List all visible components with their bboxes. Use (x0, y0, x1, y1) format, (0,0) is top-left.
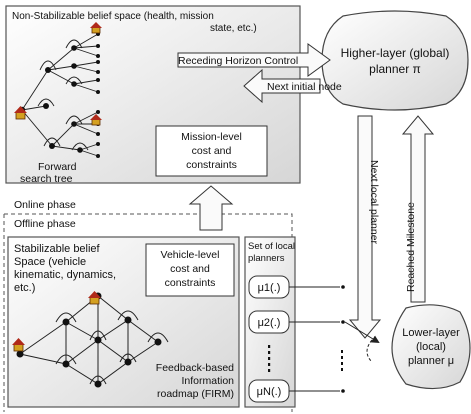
online-phase-label: Online phase (14, 199, 76, 211)
lower-planner-line1: Lower-layer (402, 327, 460, 339)
next-local-arrow (348, 115, 382, 339)
vehicle-cost-line3: constraints (165, 277, 216, 289)
firm-label-line1: Feedback-based (156, 362, 234, 374)
stabilizable-title-line1: Stabilizable belief (14, 243, 101, 255)
switch-connectors (289, 286, 380, 392)
vehicle-to-mission-arrow (188, 185, 234, 231)
firm-label-line3: roadmap (FIRM) (157, 388, 234, 400)
receding-horizon-label: Receding Horizon Control (178, 55, 298, 67)
firm-roadmap-graph (19, 295, 169, 385)
forward-search-tree (21, 33, 99, 157)
higher-planner-line2: planner π (369, 62, 421, 76)
stabilizable-title-line2: Space (vehicle (14, 256, 86, 268)
vehicle-cost-box (145, 243, 235, 297)
higher-planner-node (321, 10, 469, 111)
mission-cost-line2: cost and (192, 145, 232, 157)
stabilizable-title-line4: etc.) (14, 282, 35, 294)
muN-label: μN(.) (257, 386, 282, 398)
non-stabilizable-title-line2: state, etc.) (210, 23, 257, 34)
next-initial-label: Next initial node (267, 81, 342, 93)
next-initial-arrow (243, 68, 321, 104)
lower-planner-line2: (local) (416, 341, 446, 353)
local-set-title-line1: Set of local (248, 241, 295, 252)
stabilizable-title-line3: kinematic, dynamics, (14, 269, 116, 281)
vehicle-cost-line2: cost and (170, 263, 210, 275)
reached-milestone-label: Reached Milestone (405, 202, 417, 292)
firm-label-line2: Information (181, 375, 234, 387)
mission-cost-box (155, 125, 268, 177)
lower-planner-line3: planner μ (408, 355, 454, 367)
next-local-label: Next local planner (368, 160, 380, 245)
mu1-label: μ1(.) (258, 282, 281, 294)
mission-cost-line3: constraints (186, 159, 237, 171)
lower-planner-node (391, 304, 471, 390)
receding-horizon-arrow (177, 43, 331, 77)
house-icon (14, 22, 102, 126)
mu-ellipsis (268, 345, 271, 372)
firm-house-icon (12, 291, 101, 352)
tree-label-line1: Forward (38, 161, 77, 173)
switch-dots (341, 285, 345, 393)
mission-cost-line1: Mission-level (181, 131, 242, 143)
non-stabilizable-title-line1: Non-Stabilizable belief space (health, m… (12, 11, 214, 22)
vehicle-cost-line1: Vehicle-level (161, 249, 220, 261)
mu2-label: μ2(.) (258, 317, 281, 329)
local-set-title-line2: planners (248, 253, 285, 264)
tree-label-line2: search tree (20, 173, 73, 185)
higher-planner-line1: Higher-layer (global) (341, 46, 450, 60)
reached-milestone-arrow (401, 115, 435, 303)
offline-phase-label: Offline phase (14, 218, 76, 230)
